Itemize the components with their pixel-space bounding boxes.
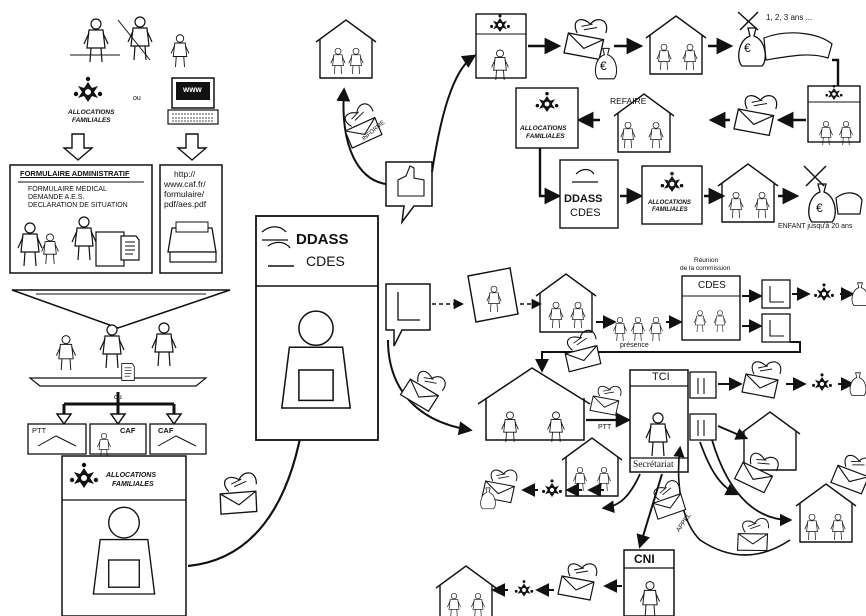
- form-item-situation: DECLARATION DE SITUATION: [28, 202, 128, 209]
- redo-label: REFAIRE: [610, 96, 647, 106]
- form-item-medical: FORMULAIRE MEDICAL: [28, 186, 107, 193]
- caf-name-line1: ALLOCATIONS: [68, 109, 115, 116]
- meeting-line2: de la commission: [680, 265, 731, 272]
- or-label-options: ou: [114, 394, 122, 401]
- post-label: PTT: [598, 424, 612, 431]
- euro-third: €: [816, 201, 823, 215]
- url-line-2: www.caf.fr/: [164, 179, 206, 189]
- ddass-small-title: DDASS: [564, 193, 603, 205]
- presence-label: présence: [620, 342, 649, 349]
- option-ptt: PTT: [32, 426, 47, 435]
- caf-refaire-line2: FAMILIALES: [526, 133, 565, 140]
- ddass-title: DDASS: [296, 231, 349, 248]
- caf-third-line1: ALLOCATIONS: [648, 200, 691, 206]
- form-title: FORMULAIRE ADMINISTRATIF: [20, 169, 130, 178]
- option-caf-1: CAF: [120, 426, 136, 435]
- tci-label: TCI: [652, 371, 670, 383]
- euro-top-2: €: [744, 41, 751, 55]
- commission-cdes-label: CDES: [698, 280, 726, 291]
- cni-label: CNI: [634, 552, 655, 566]
- url-line-3: formulaire/: [164, 189, 205, 199]
- caf-office-name-line2: FAMILIALES: [112, 481, 154, 488]
- child-age-label: ENFANT jusqu'à 20 ans: [778, 223, 853, 230]
- caf-refaire-line1: ALLOCATIONS: [520, 125, 567, 132]
- or-label-top: ou: [133, 95, 141, 102]
- www-label: www: [183, 85, 202, 94]
- cdes-small-title: CDES: [570, 207, 601, 219]
- euro-top-1: €: [600, 59, 607, 73]
- years-label: 1, 2, 3 ans ...: [766, 13, 813, 22]
- form-item-aes: DEMANDE A.E.S.: [28, 194, 85, 201]
- caf-third-line2: FAMILIALES: [652, 207, 688, 213]
- secretariat-label: Secrétariat: [633, 460, 674, 470]
- option-caf-2: CAF: [158, 426, 174, 435]
- caf-name-line2: FAMILIALES: [72, 117, 111, 124]
- cdes-title: CDES: [306, 253, 345, 269]
- caf-office-name-line1: ALLOCATIONS: [106, 472, 157, 479]
- url-line-4: pdf/aes.pdf: [164, 199, 207, 209]
- meeting-line1: Réunion: [694, 257, 719, 264]
- url-line-1: http://: [174, 169, 196, 179]
